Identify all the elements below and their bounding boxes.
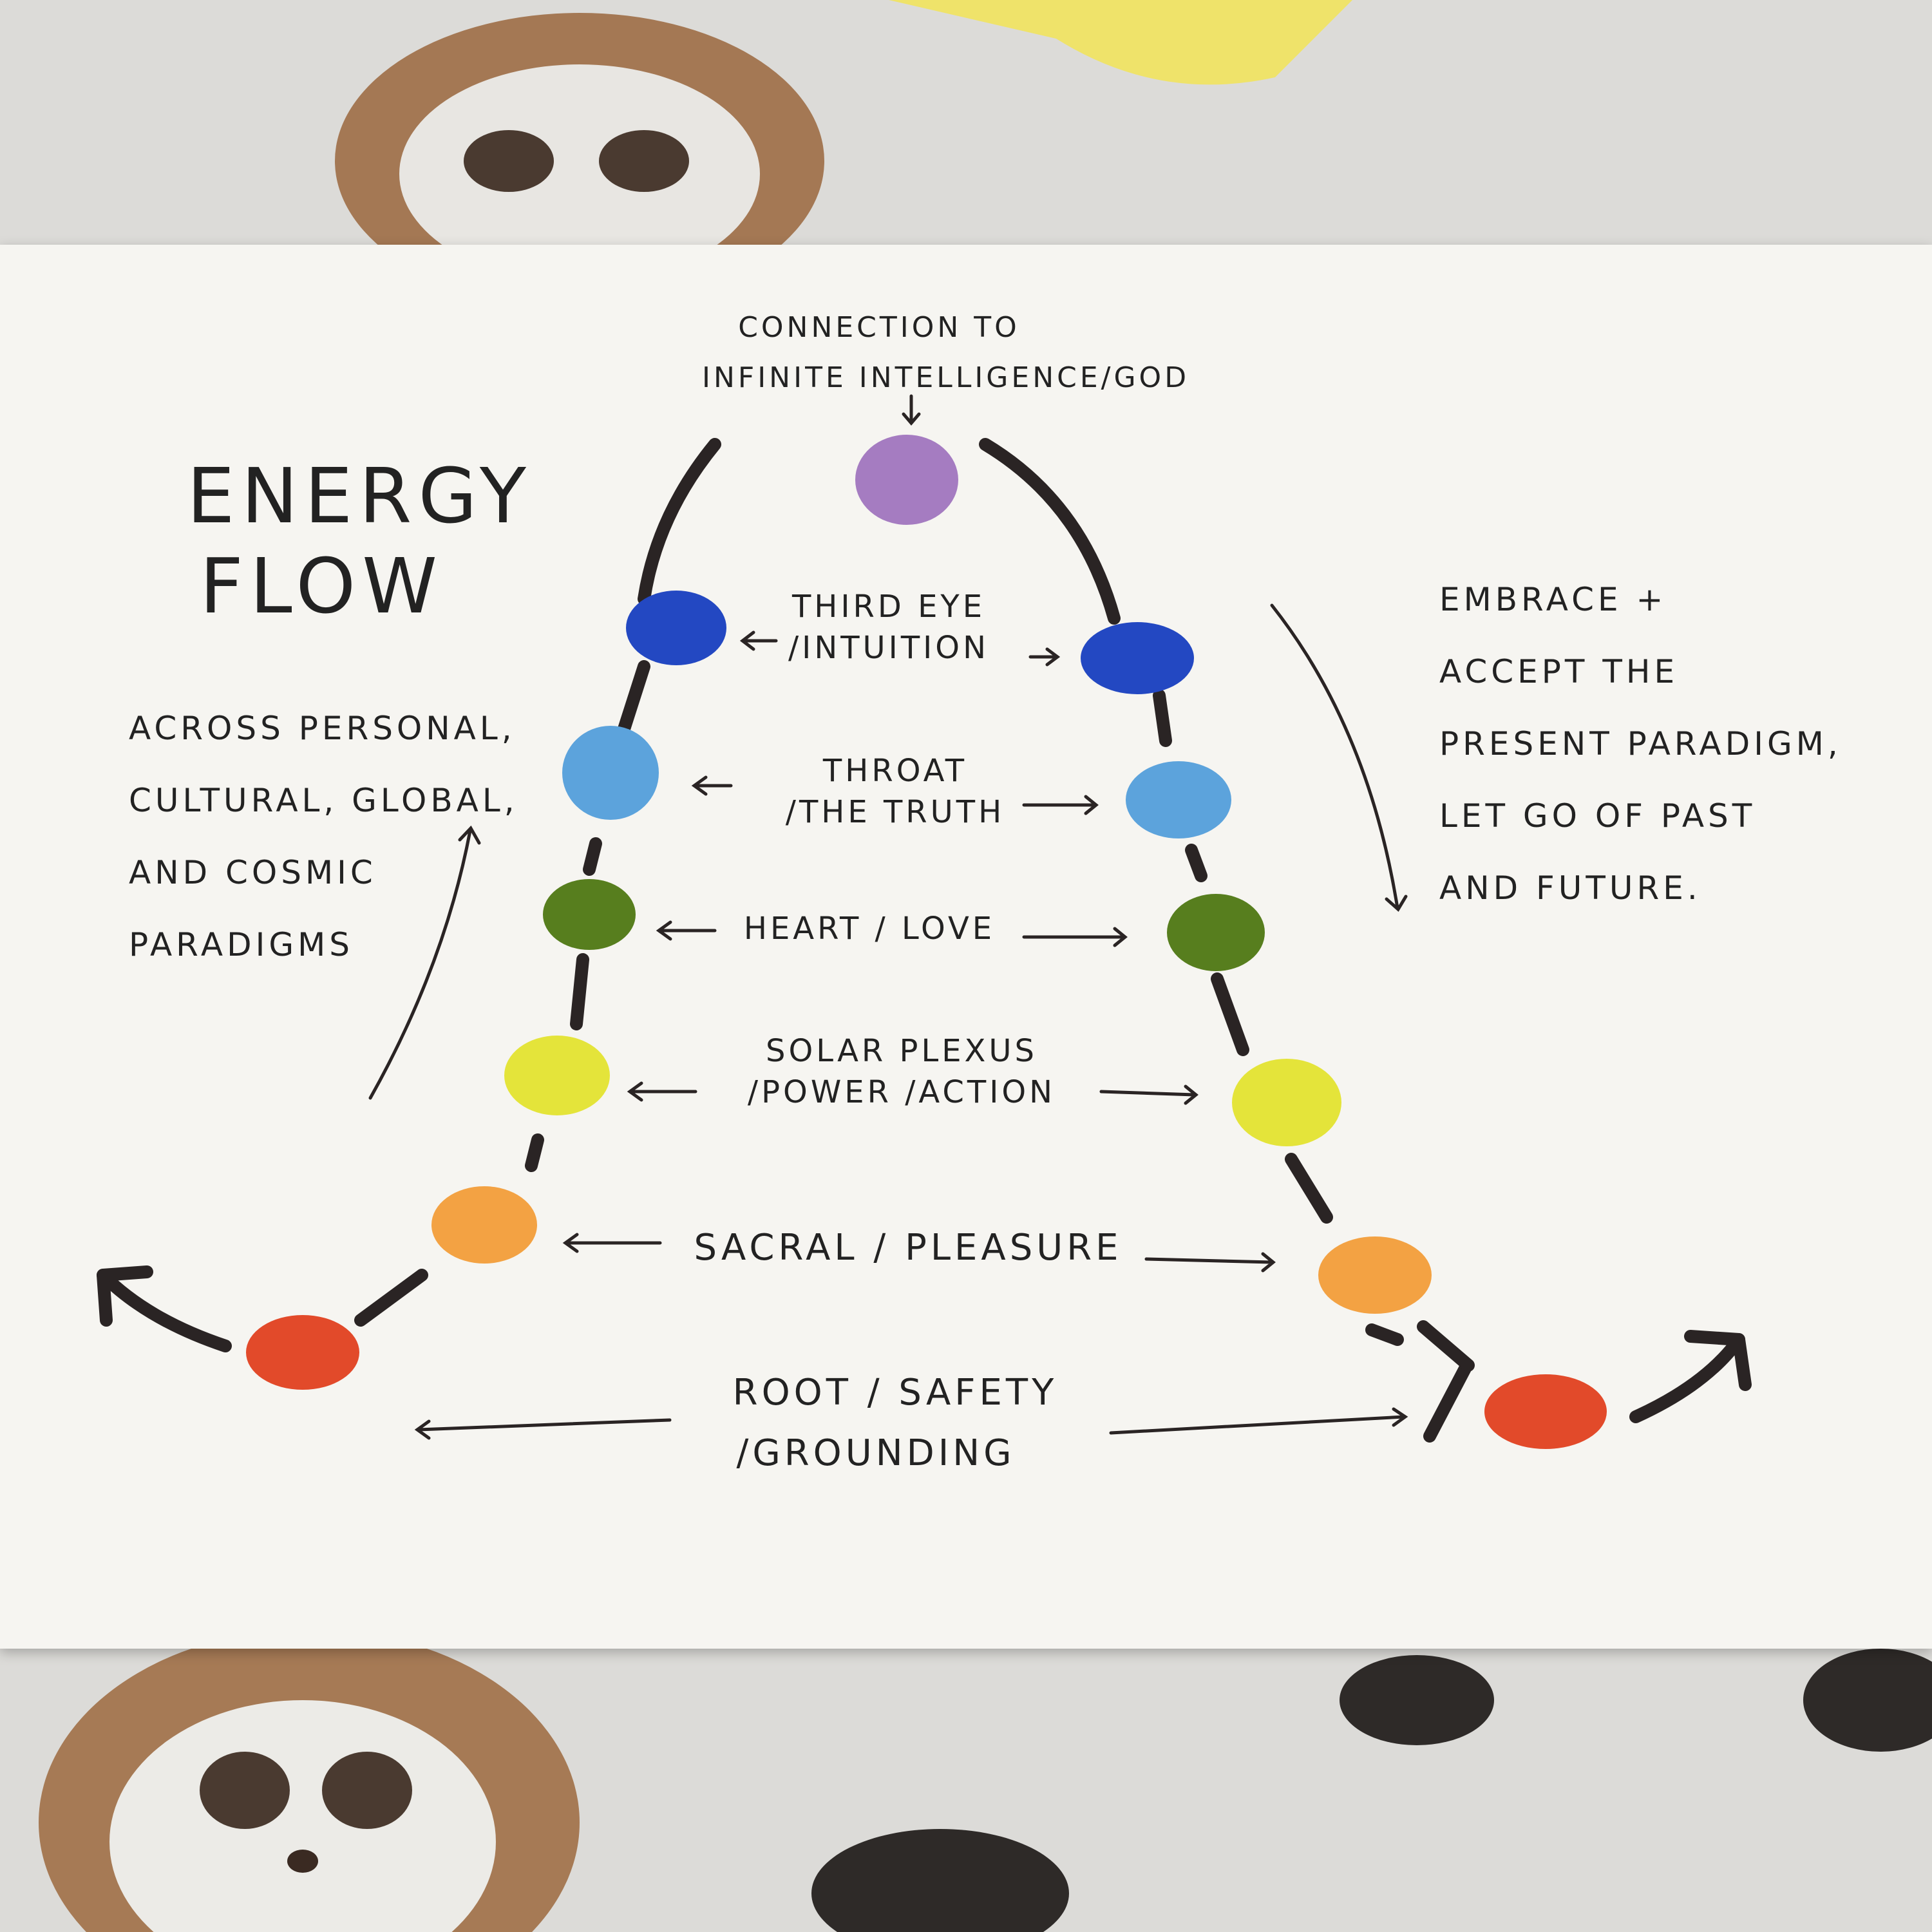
sacral-label-line-1: Sacral / Pleasure: [694, 1227, 1122, 1269]
root-stone-right: [1484, 1374, 1607, 1449]
third-eye-label: Third Eye /Intuition: [747, 586, 1030, 668]
right-note-line-2: Accept the: [1439, 653, 1679, 690]
right-note: Embrace + Accept the Present Paradigm, L…: [1439, 564, 1842, 924]
root-label: Root / Safety /Grounding: [683, 1372, 1069, 1475]
sacral-label: Sacral / Pleasure: [670, 1227, 1146, 1269]
yellow-blanket-patch: [889, 0, 1352, 85]
title-line-2: Flow: [200, 542, 444, 630]
solar-plexus-label-line-1: Solar Plexus: [765, 1033, 1038, 1069]
right-outflow-arrow: [1629, 1333, 1745, 1423]
right-note-line-1: Embrace +: [1439, 581, 1667, 618]
title-line-1: Energy: [187, 451, 533, 540]
left-note-line-2: Cultural, Global,: [129, 782, 518, 819]
throat-label: Throat /The Truth: [760, 750, 1030, 833]
watercolor-paper: [0, 245, 1932, 1649]
heart-stone-right: [1167, 894, 1265, 971]
left-outflow-arrow: [97, 1269, 232, 1352]
left-note-line-4: Paradigms: [129, 926, 354, 963]
crown-label: Connection to Infinite Intelligence/God: [702, 303, 1190, 403]
outflow-arrows: [97, 1265, 1752, 1423]
throat-stone-left: [562, 726, 659, 820]
sacral-stone-right: [1318, 1236, 1432, 1314]
heart-label: Heart / Love: [715, 908, 1024, 949]
diagram-title: Energy Flow: [187, 451, 533, 631]
solar-plexus-label: Solar Plexus /Power /Action: [702, 1030, 1101, 1113]
crown-stone: [855, 435, 958, 525]
solar-plexus-label-line-2: /Power /Action: [747, 1074, 1056, 1110]
heart-label-line-1: Heart / Love: [743, 911, 996, 947]
heart-stone-left: [543, 879, 636, 950]
left-note-arrow: [368, 825, 481, 1100]
throat-stone-right: [1126, 761, 1231, 838]
solar-plexus-stone-left: [504, 1036, 610, 1115]
root-label-line-1: Root / Safety: [732, 1372, 1058, 1414]
root-stone-left: [246, 1315, 359, 1390]
chakra-stones: [246, 435, 1607, 1449]
third-eye-stone-left: [626, 591, 726, 665]
right-note-arrow: [1270, 603, 1408, 912]
solar-plexus-stone-right: [1232, 1059, 1341, 1146]
throat-label-line-1: Throat: [822, 753, 968, 789]
right-note-line-3: Present Paradigm,: [1439, 725, 1842, 762]
left-note-line-3: and Cosmic: [129, 854, 377, 891]
thin-arrows: [368, 394, 1408, 1440]
root-label-line-2: /Grounding: [736, 1432, 1016, 1474]
crown-label-line-1: Connection to: [738, 311, 1020, 344]
right-note-line-5: and future.: [1439, 869, 1701, 907]
crown-label-line-2: Infinite Intelligence/God: [702, 361, 1190, 394]
third-eye-stone-right: [1081, 622, 1194, 694]
left-note: Across Personal, Cultural, Global, and C…: [129, 692, 518, 981]
third-eye-label-line-1: Third Eye: [791, 589, 986, 625]
left-note-line-1: Across Personal,: [129, 710, 516, 747]
third-eye-label-line-2: /Intuition: [788, 630, 989, 666]
throat-label-line-2: /The Truth: [785, 794, 1005, 830]
sacral-stone-left: [431, 1186, 537, 1264]
right-note-line-4: Let go of past: [1439, 797, 1756, 835]
